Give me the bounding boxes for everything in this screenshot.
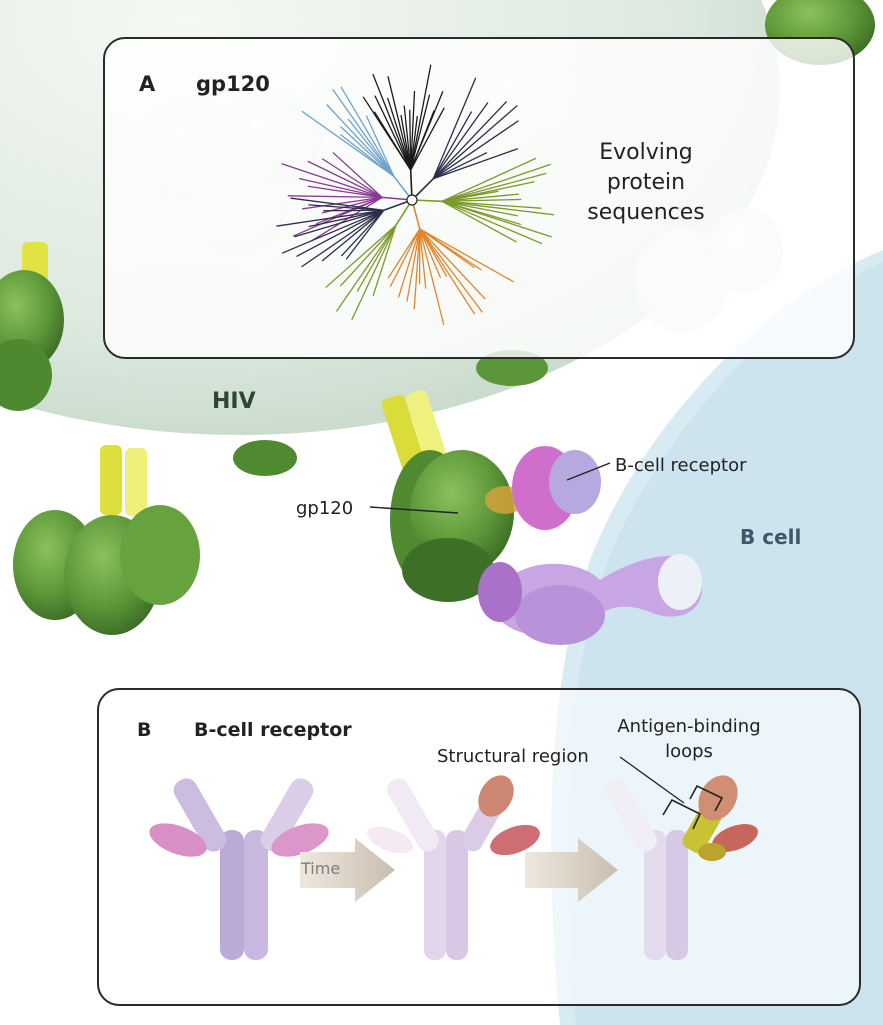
tree-branch	[420, 229, 513, 282]
receptor-end	[601, 768, 761, 960]
tree-branch	[348, 119, 393, 176]
tree-branch	[341, 135, 394, 176]
panel-a-caption: Evolving protein sequences	[560, 138, 732, 228]
tree-branch	[433, 102, 506, 179]
time-label: Time	[301, 859, 340, 878]
gp120-label: gp120	[296, 498, 353, 519]
tree-branch	[420, 229, 482, 312]
tree-branch	[433, 149, 517, 179]
bcr-label: B-cell receptor	[615, 455, 746, 476]
time-arrow-2	[525, 838, 618, 902]
tree-root	[407, 195, 417, 205]
hiv-label: HIV	[212, 389, 256, 414]
tree-branch	[299, 179, 382, 198]
tree-branch	[388, 77, 411, 170]
structural-bracket	[663, 800, 700, 829]
tree-branch	[352, 225, 396, 319]
tree-branch	[282, 164, 382, 197]
panel-b-letter: B	[137, 719, 151, 741]
tree-branch	[327, 105, 394, 176]
tree-branch	[420, 229, 485, 299]
structural-region-label: Structural region	[437, 746, 589, 767]
tree-branch	[411, 108, 444, 170]
panel-a-title: gp120	[196, 72, 270, 96]
tree-branch	[433, 106, 517, 179]
receptor-middle	[364, 769, 544, 960]
tree-branch	[288, 196, 382, 198]
tree-branch	[341, 127, 394, 176]
antigen-binding-loops-label: Antigen-binding loops	[604, 714, 774, 764]
panel-b-title: B-cell receptor	[194, 719, 352, 741]
panel-a-letter: A	[139, 72, 155, 96]
bcell-label: B cell	[740, 525, 801, 549]
phylogenetic-tree	[277, 65, 554, 324]
tree-branch	[337, 225, 396, 311]
tree-branch	[323, 159, 382, 197]
tree-branch	[420, 229, 475, 314]
tree-branch	[357, 225, 395, 291]
